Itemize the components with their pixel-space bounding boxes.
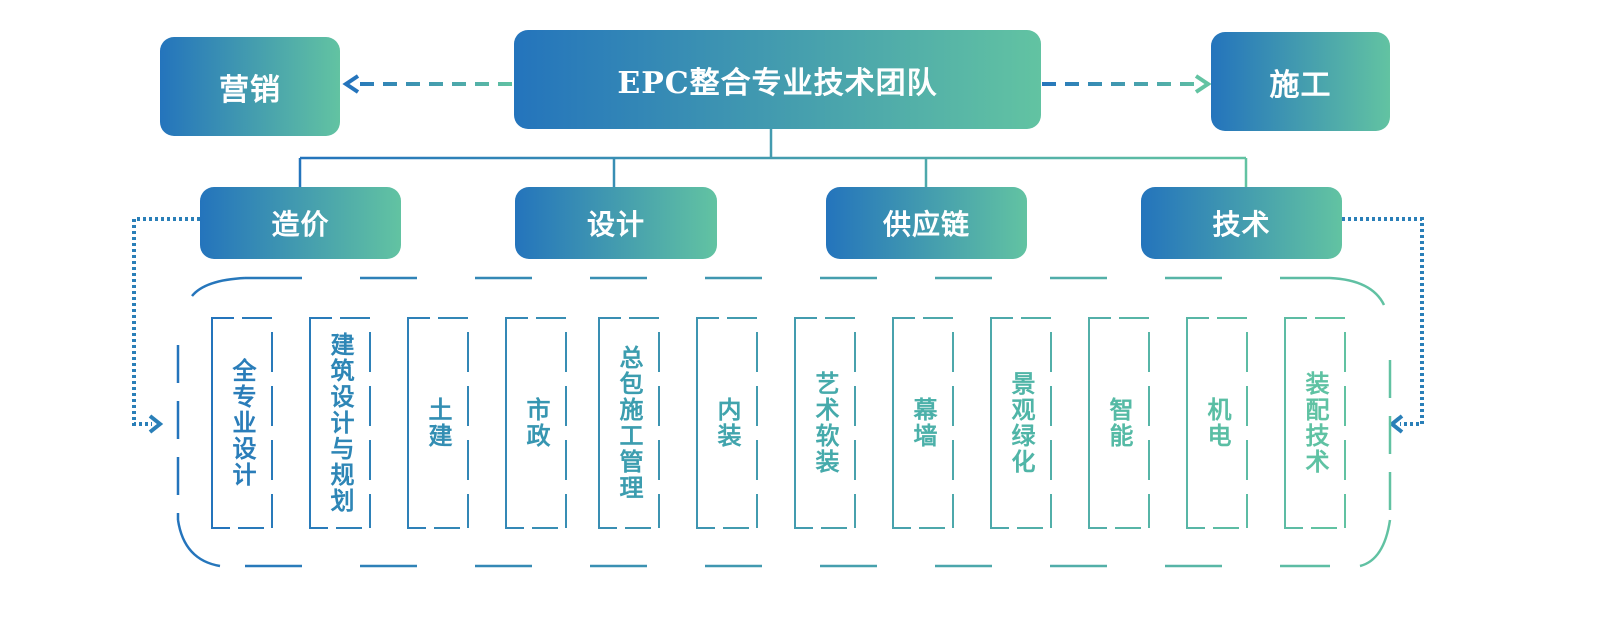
specialty-column-frame bbox=[892, 317, 954, 529]
specialty-column-frame bbox=[1088, 317, 1150, 529]
arrow-to-construction bbox=[1042, 74, 1212, 94]
tree-connector bbox=[298, 128, 1248, 188]
specialty-label: 装配技术 bbox=[1301, 371, 1330, 475]
specialty-column-frame bbox=[407, 317, 469, 529]
specialty-label: 景观绿化 bbox=[1007, 371, 1036, 475]
specialty-label: 建筑设计与规划 bbox=[326, 332, 355, 514]
specialty-label: 艺术软装 bbox=[811, 371, 840, 475]
specialty-label: 总包施工管理 bbox=[615, 345, 644, 501]
marketing-box: 营销 bbox=[160, 37, 340, 136]
department-box-cost: 造价 bbox=[200, 187, 401, 259]
specialty-column-frame bbox=[505, 317, 567, 529]
specialty-column-frame bbox=[794, 317, 856, 529]
specialty-column-frame bbox=[309, 317, 371, 529]
arrow-to-marketing bbox=[342, 74, 512, 94]
specialty-column-frame bbox=[1186, 317, 1248, 529]
specialty-column-frame bbox=[1284, 317, 1346, 529]
specialty-columns bbox=[211, 317, 1346, 529]
specialty-column-frame bbox=[211, 317, 273, 529]
department-box-design: 设计 bbox=[515, 187, 717, 259]
department-box-supply-chain: 供应链 bbox=[826, 187, 1027, 259]
specialty-label: 市政 bbox=[522, 397, 551, 449]
right-dotted-connector bbox=[1342, 217, 1424, 434]
specialty-label: 智能 bbox=[1105, 397, 1134, 449]
specialty-column-frame bbox=[598, 317, 660, 529]
specialty-label: 土建 bbox=[424, 397, 453, 449]
specialty-column-frame bbox=[990, 317, 1052, 529]
specialty-label: 机电 bbox=[1203, 397, 1232, 449]
specialty-label: 全专业设计 bbox=[228, 358, 257, 488]
department-box-technology: 技术 bbox=[1141, 187, 1342, 259]
specialty-label: 内装 bbox=[713, 397, 742, 449]
specialty-frame bbox=[176, 276, 1392, 568]
specialty-column-frame bbox=[696, 317, 758, 529]
center-team-box: EPC整合专业技术团队 bbox=[514, 30, 1041, 129]
construction-box: 施工 bbox=[1211, 32, 1390, 131]
left-dotted-connector bbox=[132, 217, 200, 434]
specialty-label: 幕墙 bbox=[909, 397, 938, 449]
